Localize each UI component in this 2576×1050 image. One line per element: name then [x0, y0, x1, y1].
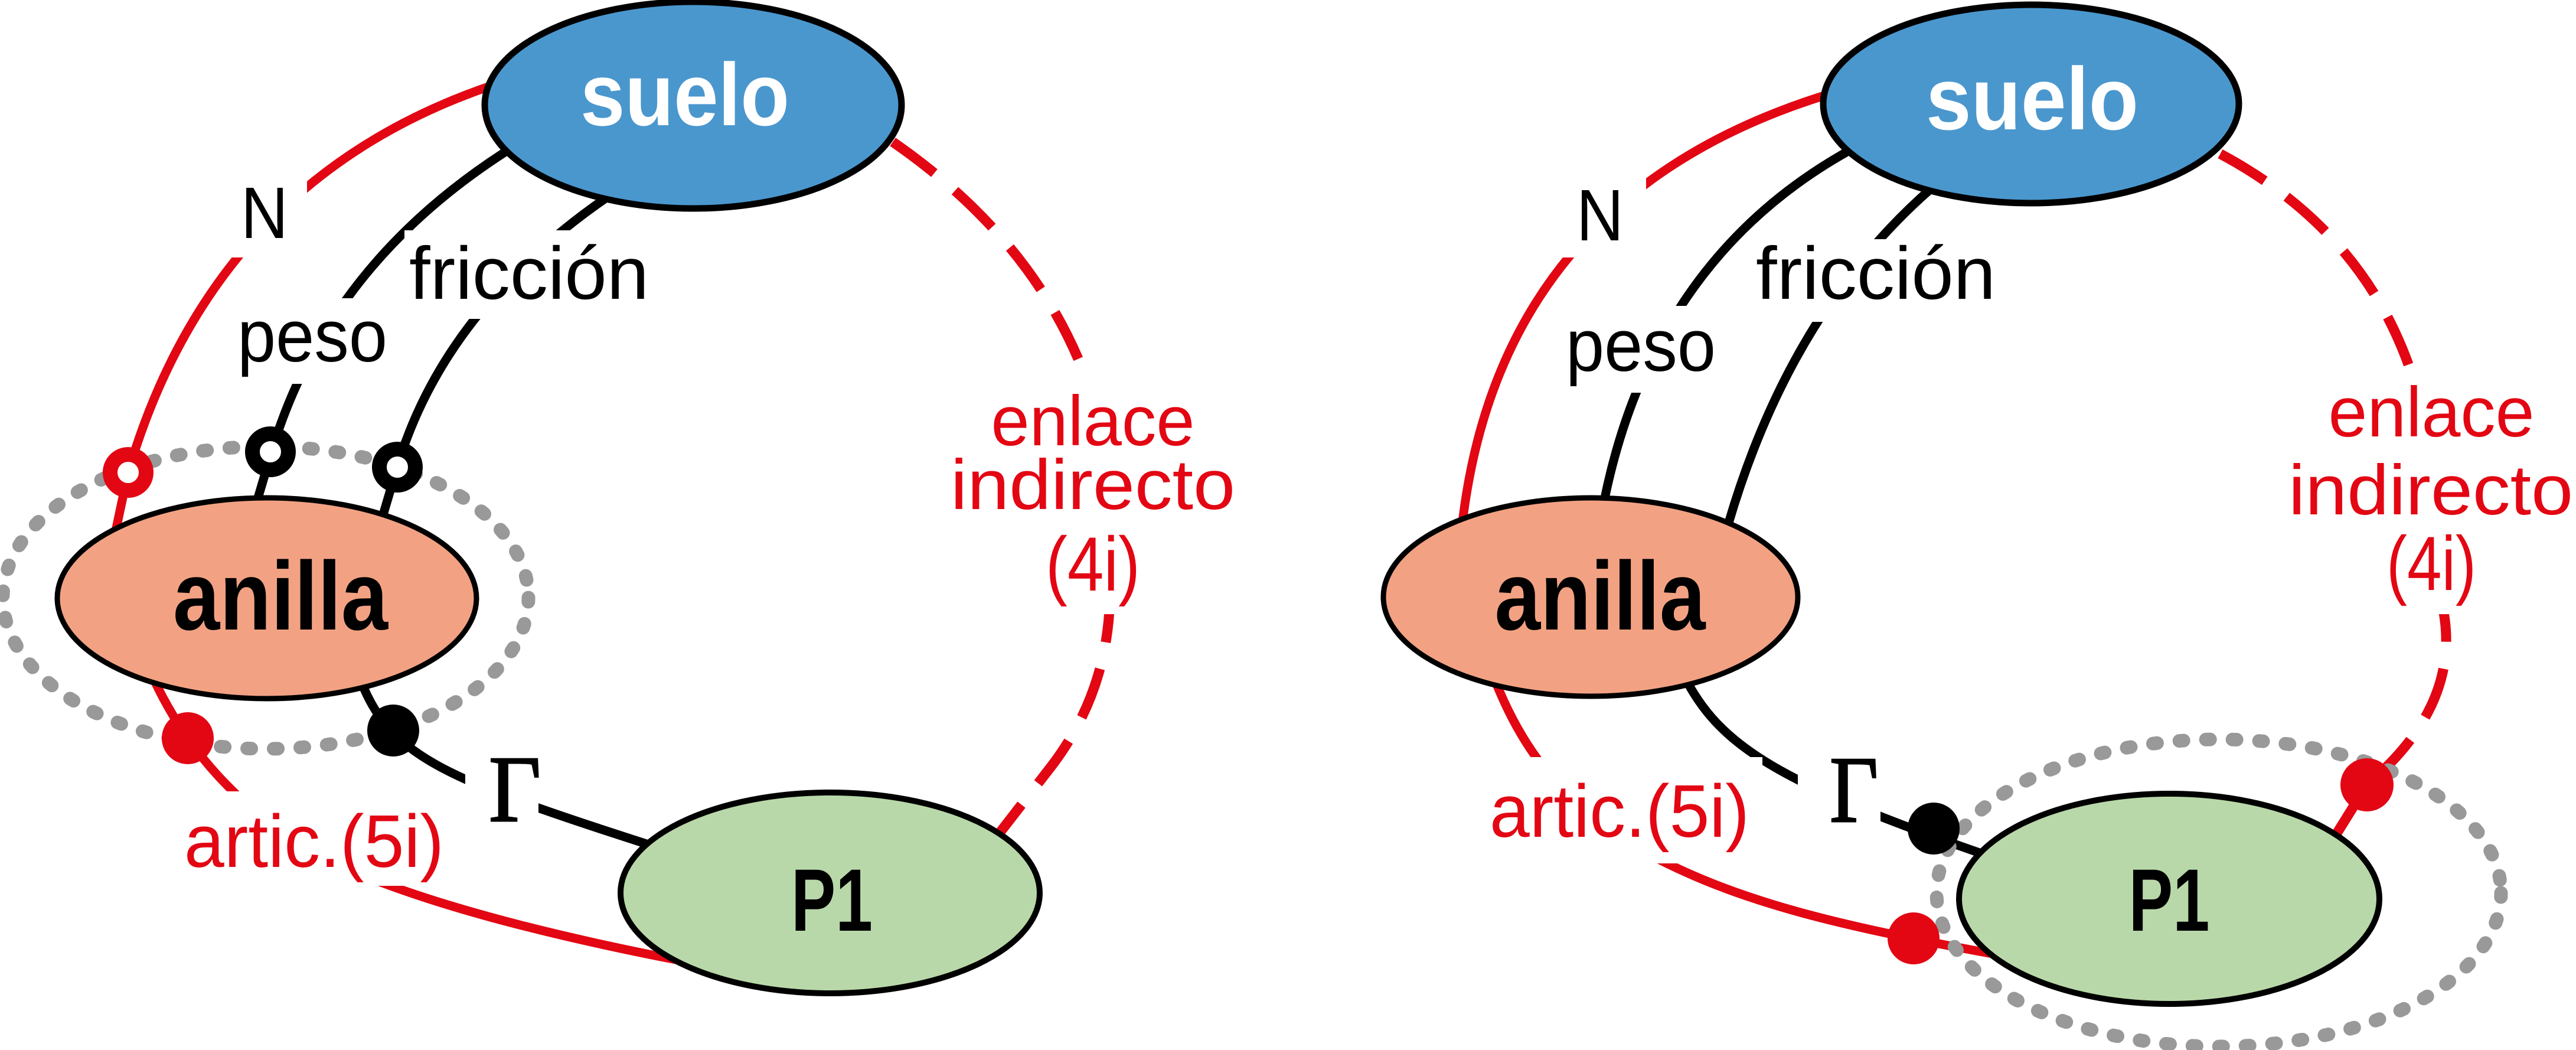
svg-text:enlace: enlace: [991, 381, 1195, 461]
svg-text:P1: P1: [2129, 850, 2210, 950]
svg-text:(4i): (4i): [2386, 520, 2476, 606]
svg-text:indirecto: indirecto: [2288, 451, 2573, 530]
svg-text:N: N: [241, 173, 288, 254]
svg-text:anilla: anilla: [1495, 542, 1706, 650]
svg-text:fricción: fricción: [1756, 231, 1996, 315]
svg-text:N: N: [1576, 175, 1624, 256]
svg-text:Γ: Γ: [1830, 737, 1878, 842]
svg-text:artic.(5i): artic.(5i): [1490, 769, 1749, 853]
svg-text:P1: P1: [791, 850, 873, 950]
svg-text:Γ: Γ: [489, 736, 541, 842]
svg-text:peso: peso: [1566, 305, 1716, 387]
svg-text:anilla: anilla: [173, 542, 388, 650]
svg-text:artic.(5i): artic.(5i): [184, 800, 444, 883]
svg-text:(4i): (4i): [1046, 521, 1140, 607]
svg-text:enlace: enlace: [2329, 373, 2535, 452]
svg-text:peso: peso: [237, 295, 387, 377]
svg-text:indirecto: indirecto: [951, 445, 1235, 524]
svg-text:suelo: suelo: [580, 45, 789, 144]
svg-text:fricción: fricción: [409, 231, 649, 315]
svg-text:suelo: suelo: [1926, 49, 2138, 148]
